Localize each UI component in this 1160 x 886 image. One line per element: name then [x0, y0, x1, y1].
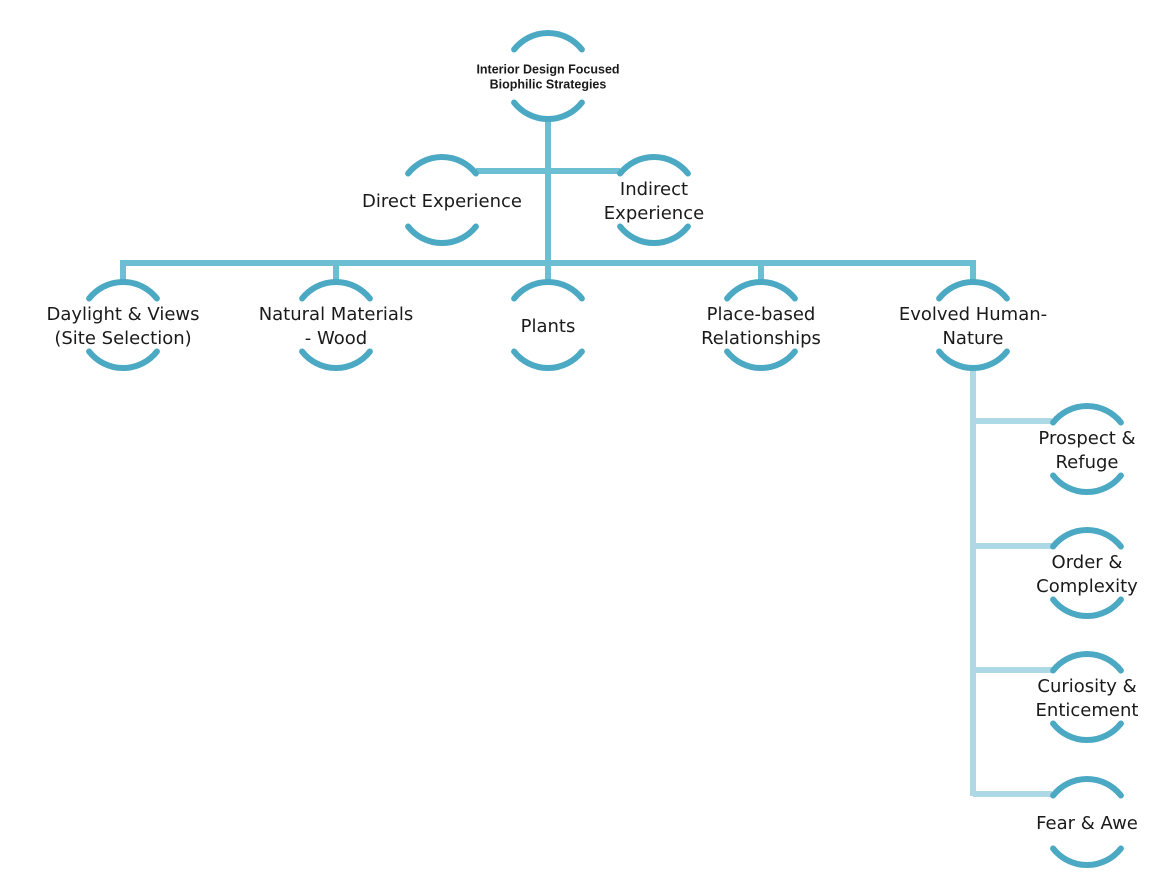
node-top-arc — [1050, 651, 1124, 674]
node-label-line: Complexity — [1036, 576, 1138, 597]
node-bottom-arc — [724, 348, 798, 371]
node-bottom-arc — [617, 223, 691, 246]
node-label-line: Plants — [521, 316, 576, 337]
node-label: Order & Complexity — [1036, 552, 1138, 597]
node-order-complexity: Order & Complexity — [1036, 527, 1138, 619]
node-bottom-arc — [1050, 472, 1124, 495]
node-top-arc — [86, 279, 160, 302]
node-label-line: Evolved Human- — [899, 304, 1047, 325]
node-label: Plants — [521, 316, 576, 337]
node-label: Evolved Human- Nature — [899, 304, 1047, 349]
node-label-line: Experience — [604, 203, 704, 224]
node-label: Natural Materials - Wood — [259, 304, 414, 349]
node-label: Prospect & Refuge — [1038, 428, 1135, 473]
node-plants: Plants — [511, 279, 585, 371]
node-label: Direct Experience — [362, 191, 522, 212]
node-label-line: Prospect & — [1038, 428, 1135, 449]
node-top-arc — [299, 279, 373, 302]
node-label-line: Natural Materials — [259, 304, 414, 325]
node-label-line: Curiosity & — [1037, 676, 1136, 697]
node-top-arc — [511, 30, 585, 53]
node-label-line: Nature — [942, 328, 1003, 349]
node-prospect-refuge: Prospect & Refuge — [1038, 403, 1136, 495]
node-bottom-arc — [405, 223, 479, 246]
node-direct-experience: Direct Experience — [362, 154, 522, 246]
node-top-arc — [724, 279, 798, 302]
node-top-arc — [936, 279, 1010, 302]
node-bottom-arc — [511, 348, 585, 371]
node-bottom-arc — [1050, 720, 1124, 743]
node-label: Curiosity & Enticement — [1036, 676, 1139, 721]
node-label-line: Daylight & Views — [46, 304, 199, 325]
node-label-line: (Site Selection) — [54, 328, 191, 349]
node-label-line: Order & — [1052, 552, 1123, 573]
node-top-arc — [405, 154, 479, 177]
node-label-line: Biophilic Strategies — [490, 78, 607, 92]
node-bottom-arc — [86, 348, 160, 371]
node-label-line: - Wood — [305, 328, 367, 349]
node-bottom-arc — [1050, 845, 1124, 868]
node-top-arc — [617, 154, 691, 177]
node-label-line: Indirect — [620, 179, 688, 200]
node-daylight-views: Daylight & Views (Site Selection) — [46, 279, 200, 371]
node-label-line: Relationships — [701, 328, 821, 349]
node-label: Daylight & Views (Site Selection) — [46, 304, 199, 349]
node-label: Fear & Awe — [1036, 813, 1138, 834]
node-bottom-arc — [936, 348, 1010, 371]
connector-lines — [120, 120, 1052, 797]
node-evolved-human-nature: Evolved Human- Nature — [899, 279, 1047, 371]
node-top-arc — [1050, 527, 1124, 550]
node-top-arc — [511, 279, 585, 302]
node-bottom-arc — [299, 348, 373, 371]
node-fear-awe: Fear & Awe — [1036, 776, 1138, 868]
node-label-line: Fear & Awe — [1036, 813, 1138, 834]
node-top-arc — [1050, 403, 1124, 426]
node-label-line: Interior Design Focused — [476, 63, 619, 77]
node-label-line: Refuge — [1055, 452, 1118, 473]
node-bottom-arc — [1050, 596, 1124, 619]
node-curiosity-enticement: Curiosity & Enticement — [1036, 651, 1139, 743]
node-natural-materials: Natural Materials - Wood — [259, 279, 414, 371]
node-label-line: Place-based — [707, 304, 816, 325]
node-label-line: Direct Experience — [362, 191, 522, 212]
node-top-arc — [1050, 776, 1124, 799]
node-label-line: Enticement — [1036, 700, 1139, 721]
node-bottom-arc — [511, 99, 585, 122]
